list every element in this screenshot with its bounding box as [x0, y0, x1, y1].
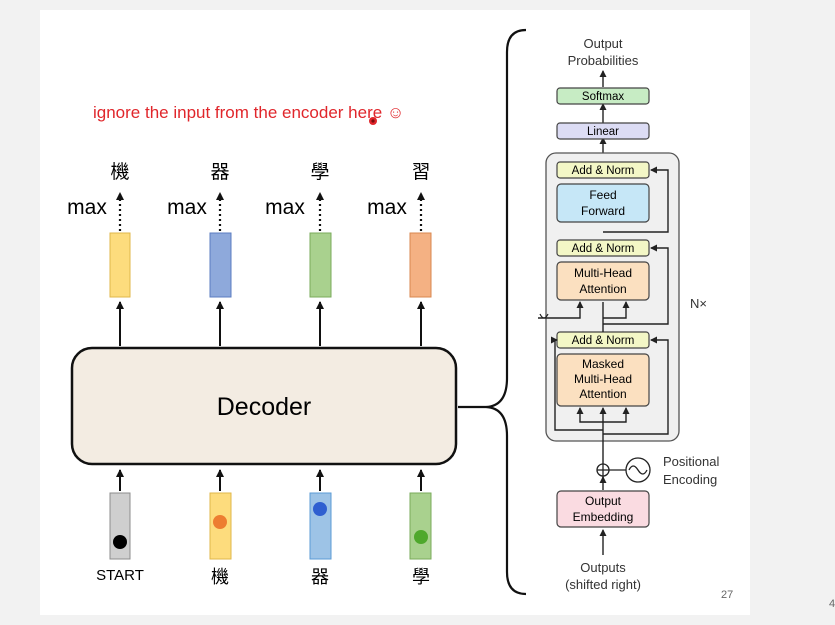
positional-label-line1: Positional: [663, 454, 719, 469]
edge-mark: 4: [829, 598, 835, 610]
masked-line1: Masked: [582, 357, 624, 371]
output-char-1: 機: [110, 161, 129, 183]
encoder-note: ignore the input from the encoder here ☺: [93, 103, 404, 122]
diagram-canvas: ignore the input from the encoder here ☺…: [67, 28, 733, 601]
positional-label-line2: Encoding: [663, 472, 717, 487]
add-norm-label-1: Add & Norm: [572, 165, 635, 177]
masked-line3: Attention: [579, 387, 626, 401]
max-label-2: max: [167, 196, 207, 219]
mha-line1: Multi-Head: [574, 266, 632, 280]
decoder-output-arrows: [116, 301, 425, 346]
decoder-label: Decoder: [217, 393, 312, 421]
input-label-2: 機: [211, 567, 229, 588]
input-token-1: [109, 492, 131, 560]
input-label-3: 器: [311, 567, 329, 588]
curly-brace: [458, 28, 527, 596]
input-token-4-dot: [414, 530, 428, 544]
feed-forward-box: [556, 183, 650, 223]
output-distribution-3: [309, 232, 332, 298]
masked-line2: Multi-Head: [574, 372, 632, 386]
add-norm-label-3: Add & Norm: [572, 335, 635, 347]
input-label-start: START: [96, 567, 144, 584]
output-distribution-4: [409, 232, 432, 298]
page-number: 27: [721, 589, 733, 601]
input-token-2-dot: [213, 515, 227, 529]
feed-forward-line2: Forward: [581, 204, 625, 218]
output-char-4: 習: [411, 161, 430, 183]
output-embedding-box: [556, 490, 650, 528]
output-distribution-2: [209, 232, 232, 298]
outputs-label-line2: (shifted right): [565, 577, 641, 592]
softmax-box: [556, 87, 650, 105]
outputs-label-line1: Outputs: [580, 560, 626, 575]
slide: ignore the input from the encoder here ☺…: [40, 10, 750, 615]
output-char-2: 器: [210, 161, 229, 183]
input-token-4: [409, 492, 432, 560]
input-token-3-dot: [313, 502, 327, 516]
embedding-line1: Output: [585, 494, 622, 508]
decoder-input-arrows: [116, 469, 425, 491]
max-label-1: max: [67, 196, 107, 219]
decoder-block: [70, 346, 458, 466]
add-norm-box-1: [556, 161, 650, 179]
mha-line2: Attention: [579, 282, 626, 296]
output-distribution-1: [109, 232, 131, 298]
residual-connections: [538, 166, 669, 480]
input-token-1-dot: [113, 535, 127, 549]
add-norm-box-2: [556, 239, 650, 257]
input-label-4: 學: [412, 567, 430, 588]
output-probabilities-line1: Output: [583, 36, 622, 51]
embedding-line2: Embedding: [573, 510, 634, 524]
multi-head-attention-box: [556, 261, 650, 301]
feed-forward-line1: Feed: [589, 188, 616, 202]
output-probabilities-line2: Probabilities: [568, 53, 639, 68]
argmax-arrows: [116, 192, 425, 231]
nx-label: N×: [690, 296, 707, 311]
softmax-label: Softmax: [582, 91, 624, 103]
max-label-4: max: [367, 196, 407, 219]
output-char-3: 學: [310, 161, 329, 183]
linear-box: [556, 122, 650, 140]
add-norm-label-2: Add & Norm: [572, 243, 635, 255]
masked-attention-box: [556, 353, 650, 407]
linear-label: Linear: [587, 126, 619, 138]
max-label-3: max: [265, 196, 305, 219]
